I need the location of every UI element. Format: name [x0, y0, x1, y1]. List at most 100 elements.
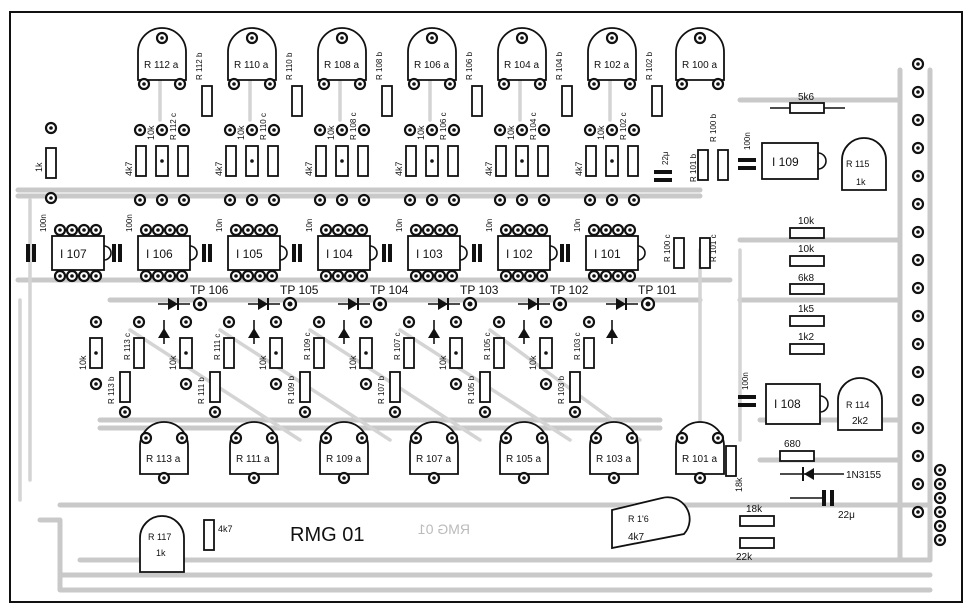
svg-text:TP 105: TP 105 [280, 283, 319, 297]
edge-pad [933, 533, 947, 547]
pot-r106a: R 106 a [407, 27, 457, 91]
solder-pad [515, 193, 529, 207]
edge-pad [911, 253, 925, 267]
solder-pad [241, 269, 255, 283]
solder-pad [611, 269, 625, 283]
solder-pad [137, 77, 151, 91]
solder-pad [319, 269, 333, 283]
right-side-parts: 5k6 10k 10k 6k8 1k5 1k2 680 18k 22k 18k … [654, 92, 881, 563]
solder-pad [425, 193, 439, 207]
edge-pad [933, 505, 947, 519]
solder-pad [517, 471, 531, 485]
svg-text:10n: 10n [395, 219, 404, 232]
pot-r115: R 115 1k [841, 137, 887, 191]
solder-pad [583, 123, 597, 137]
testpoint-tp102: TP 102 [518, 283, 589, 344]
solder-pad [625, 431, 639, 445]
pot-r101a: R 101 a [675, 421, 725, 485]
pot-r104a: R 104 a [497, 27, 547, 91]
testpoint-tp106: TP 106 [158, 283, 229, 344]
edge-pad [933, 519, 947, 533]
svg-text:R 113 b: R 113 b [107, 376, 116, 404]
solder-pad [44, 191, 58, 205]
svg-text:R 104 b: R 104 b [555, 51, 564, 80]
solder-pad [269, 315, 283, 329]
pot-r105a: R 105 a [499, 421, 549, 485]
solder-pad [711, 77, 725, 91]
solder-pad [157, 471, 171, 485]
edge-pad [911, 365, 925, 379]
svg-text:10n: 10n [573, 219, 582, 232]
svg-text:10k: 10k [78, 355, 88, 370]
solder-pad [403, 193, 417, 207]
svg-text:R 112 c: R 112 c [169, 113, 178, 140]
svg-text:R 102 b: R 102 b [645, 51, 654, 80]
solder-pad [523, 269, 537, 283]
solder-pad [77, 223, 91, 237]
svg-text:R 111 b: R 111 b [197, 377, 206, 404]
solder-pad [535, 269, 549, 283]
svg-text:R 110 b: R 110 b [285, 52, 294, 80]
solder-pad [179, 377, 193, 391]
solder-pad [403, 123, 417, 137]
solder-pad [175, 269, 189, 283]
board-label: RMG 01 [290, 524, 364, 546]
solder-pad [582, 315, 596, 329]
svg-text:4k7: 4k7 [304, 161, 314, 176]
solder-pad [335, 193, 349, 207]
solder-pad [177, 123, 191, 137]
svg-text:1k: 1k [856, 177, 866, 187]
solder-pad [353, 77, 367, 91]
svg-text:R 104 c: R 104 c [529, 112, 538, 140]
solder-pad [335, 123, 349, 137]
solder-pad [337, 471, 351, 485]
solder-pad [675, 431, 689, 445]
solder-pad [208, 405, 222, 419]
solder-pad [173, 77, 187, 91]
edge-pad [911, 393, 925, 407]
solder-pad [139, 431, 153, 445]
solder-pad [155, 31, 169, 45]
svg-text:10k: 10k [146, 125, 156, 140]
solder-pad [355, 269, 369, 283]
solder-pad [409, 223, 423, 237]
svg-text:R 106 c: R 106 c [439, 112, 448, 140]
svg-text:I 103: I 103 [416, 247, 443, 261]
solder-pad [623, 269, 637, 283]
pot-r113a: R 113 a [139, 421, 189, 485]
solder-pad [499, 269, 513, 283]
svg-text:R 113 c: R 113 c [123, 333, 132, 360]
svg-text:R 115: R 115 [846, 159, 869, 169]
solder-pad [605, 193, 619, 207]
svg-text:R 105 b: R 105 b [467, 375, 476, 404]
svg-text:R 111 c: R 111 c [213, 334, 222, 360]
solder-pad [163, 223, 177, 237]
solder-pad [568, 405, 582, 419]
svg-text:10k: 10k [416, 125, 426, 140]
resistor-group-bottom: 10k R 113 c R 113 b [78, 315, 146, 419]
solder-pad [478, 405, 492, 419]
solder-pad [139, 223, 153, 237]
svg-text:1N3155: 1N3155 [846, 470, 881, 481]
svg-text:10k: 10k [168, 355, 178, 370]
svg-text:100n: 100n [741, 372, 750, 390]
edge-pad [911, 309, 925, 323]
solder-pad [319, 431, 333, 445]
solder-pad [269, 377, 283, 391]
testpoint-tp101: TP 101 [606, 283, 677, 344]
svg-text:TP 106: TP 106 [190, 283, 229, 297]
solder-pad [313, 123, 327, 137]
svg-text:6k8: 6k8 [798, 273, 815, 284]
svg-text:R 108 c: R 108 c [349, 112, 358, 140]
pot-r112a: R 112 a [137, 27, 187, 91]
ic-109: I 109 [761, 142, 827, 180]
solder-pad [523, 223, 537, 237]
